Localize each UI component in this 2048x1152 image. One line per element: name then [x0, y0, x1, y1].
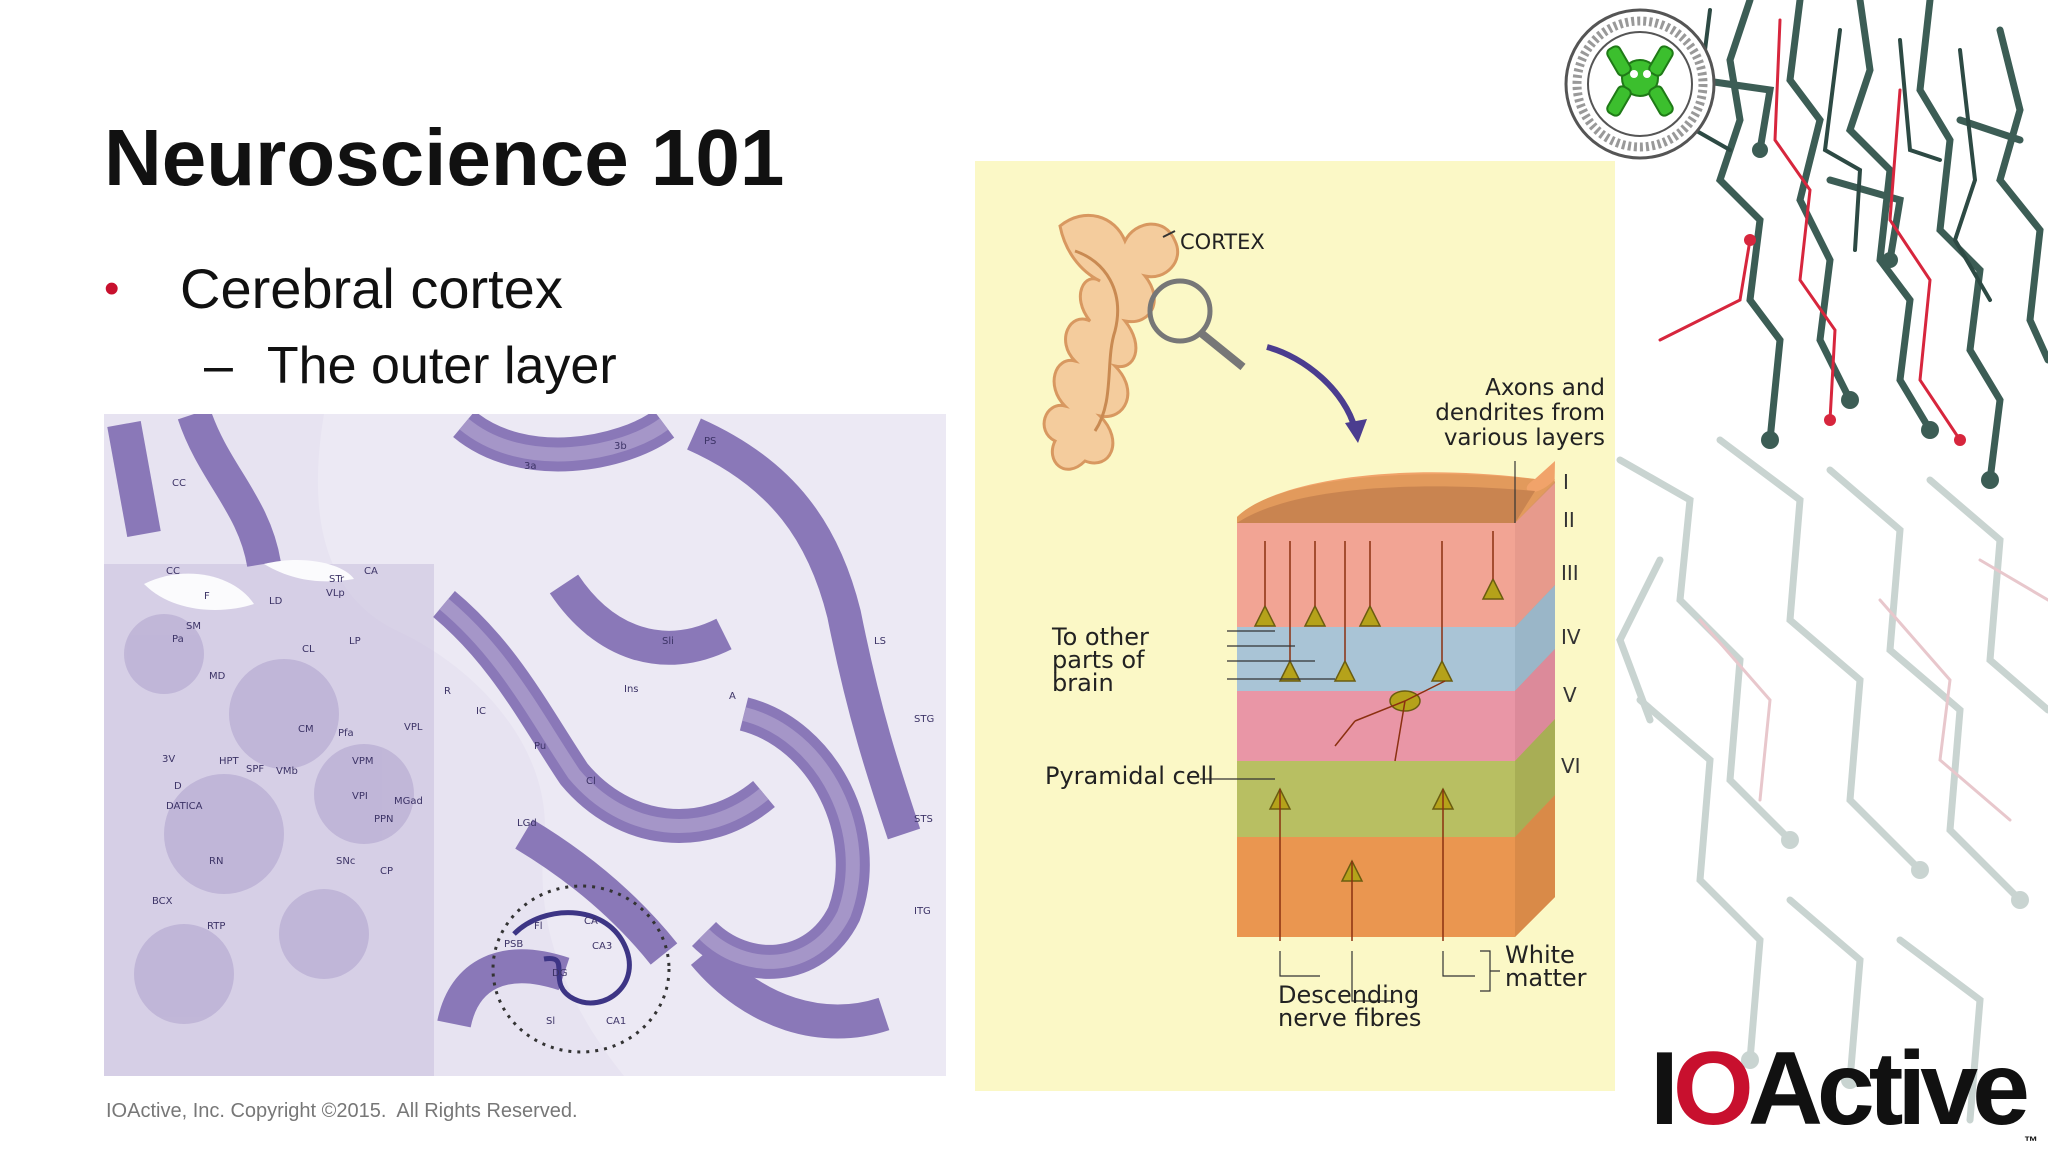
section-region-label: SPF: [246, 764, 264, 775]
to-other-label-line1: To other: [1051, 623, 1149, 651]
white-matter-label-line1: White: [1505, 941, 1575, 969]
cortex-layers-diagram: CORTEX Axons and dendrites from various …: [975, 161, 1615, 1091]
section-region-label: Ins: [624, 684, 639, 695]
section-region-label: PSB: [504, 939, 523, 950]
section-region-label: Cl: [586, 776, 596, 787]
section-region-label: STG: [914, 714, 934, 725]
axons-label-line2: dendrites from: [1435, 400, 1605, 426]
section-region-label: LGd: [517, 818, 537, 829]
to-other-label-line3: brain: [1052, 669, 1114, 697]
section-region-label: LD: [269, 596, 283, 607]
section-region-label: CA: [584, 916, 598, 927]
cortex-label: CORTEX: [1180, 230, 1265, 254]
hacker-village-seal-logo: [1564, 8, 1716, 160]
section-region-label: Pa: [172, 634, 184, 645]
section-region-label: F: [204, 591, 210, 602]
section-region-label: RN: [209, 856, 223, 867]
section-region-label: LS: [874, 636, 886, 647]
section-region-label: STr: [329, 574, 345, 585]
logo-trademark: ™: [2023, 1133, 2038, 1149]
descending-label-line1: Descending: [1278, 981, 1419, 1009]
copyright-footer: IOActive, Inc. Copyright ©2015. All Righ…: [106, 1100, 578, 1122]
section-region-label: CA: [364, 566, 378, 577]
dash-icon: –: [204, 337, 233, 395]
sub-bullet-text: The outer layer: [266, 337, 617, 395]
slide-title: Neuroscience 101: [104, 113, 785, 202]
section-region-label: DATICA: [166, 801, 203, 812]
logo-letter-o: O: [1672, 1031, 1754, 1147]
section-region-label: R: [444, 686, 451, 697]
section-region-label: CL: [302, 644, 315, 655]
section-region-label: Fl: [534, 921, 543, 932]
layer-label-4: IV: [1561, 625, 1581, 649]
pyramidal-cell-label: Pyramidal cell: [1045, 762, 1214, 790]
ioactive-logo: IOActive™: [1650, 1030, 2038, 1149]
section-region-label: VLp: [326, 588, 345, 599]
section-region-label: 3b: [614, 441, 627, 452]
bullet-text: Cerebral cortex: [180, 257, 563, 320]
section-region-label: STS: [914, 814, 933, 825]
layer-label-6: VI: [1561, 754, 1581, 778]
section-region-label: VPM: [352, 756, 374, 767]
section-region-label: VMb: [276, 766, 298, 777]
section-region-label: CA1: [606, 1016, 626, 1027]
layer-label-1: I: [1563, 470, 1569, 494]
section-region-label: Sl: [546, 1016, 555, 1027]
section-region-label: 3V: [162, 754, 175, 765]
section-region-label: IC: [476, 706, 486, 717]
section-region-label: BCX: [152, 896, 173, 907]
axons-label-line3: various layers: [1444, 425, 1605, 451]
bullet-dot-icon: •: [104, 264, 120, 313]
section-region-label: D: [174, 781, 182, 792]
section-region-label: CC: [166, 566, 180, 577]
section-region-label: SNc: [336, 856, 355, 867]
section-region-label: PS: [704, 436, 716, 447]
logo-letter-i: I: [1650, 1031, 1679, 1147]
section-region-label: HPT: [219, 756, 240, 767]
section-region-label: ITG: [914, 906, 931, 917]
section-region-label: Sli: [662, 636, 674, 647]
section-region-label: MGad: [394, 796, 423, 807]
section-region-label: RTP: [207, 921, 225, 932]
section-region-label: SM: [186, 621, 201, 632]
white-matter-label-line2: matter: [1505, 964, 1587, 992]
descending-label-line2: nerve fibres: [1278, 1004, 1421, 1032]
section-region-label: CA3: [592, 941, 612, 952]
logo-word-active: Active: [1747, 1031, 2030, 1147]
sub-bullet-outer-layer: –The outer layer: [204, 336, 617, 396]
section-region-label: Pfa: [338, 728, 354, 739]
section-region-label: PPN: [374, 814, 394, 825]
section-region-label: VPL: [404, 722, 423, 733]
section-region-label: 3a: [524, 461, 537, 472]
section-region-label: MD: [209, 671, 226, 682]
section-region-label: Pu: [534, 741, 546, 752]
circuit-pattern: [1616, 0, 2048, 1124]
section-region-label: LP: [349, 636, 361, 647]
section-region-label: A: [729, 691, 736, 702]
section-region-label: CC: [172, 478, 186, 489]
axons-label-line1: Axons and: [1485, 375, 1605, 401]
to-other-label-line2: parts of: [1052, 646, 1145, 674]
section-region-label: VPI: [352, 791, 368, 802]
layer-label-2: II: [1563, 508, 1575, 532]
layer-label-5: V: [1563, 683, 1577, 707]
section-region-label: CM: [298, 724, 314, 735]
layer-label-3: III: [1561, 561, 1579, 585]
section-region-label: DG: [552, 968, 567, 979]
section-region-label: CP: [380, 866, 393, 877]
